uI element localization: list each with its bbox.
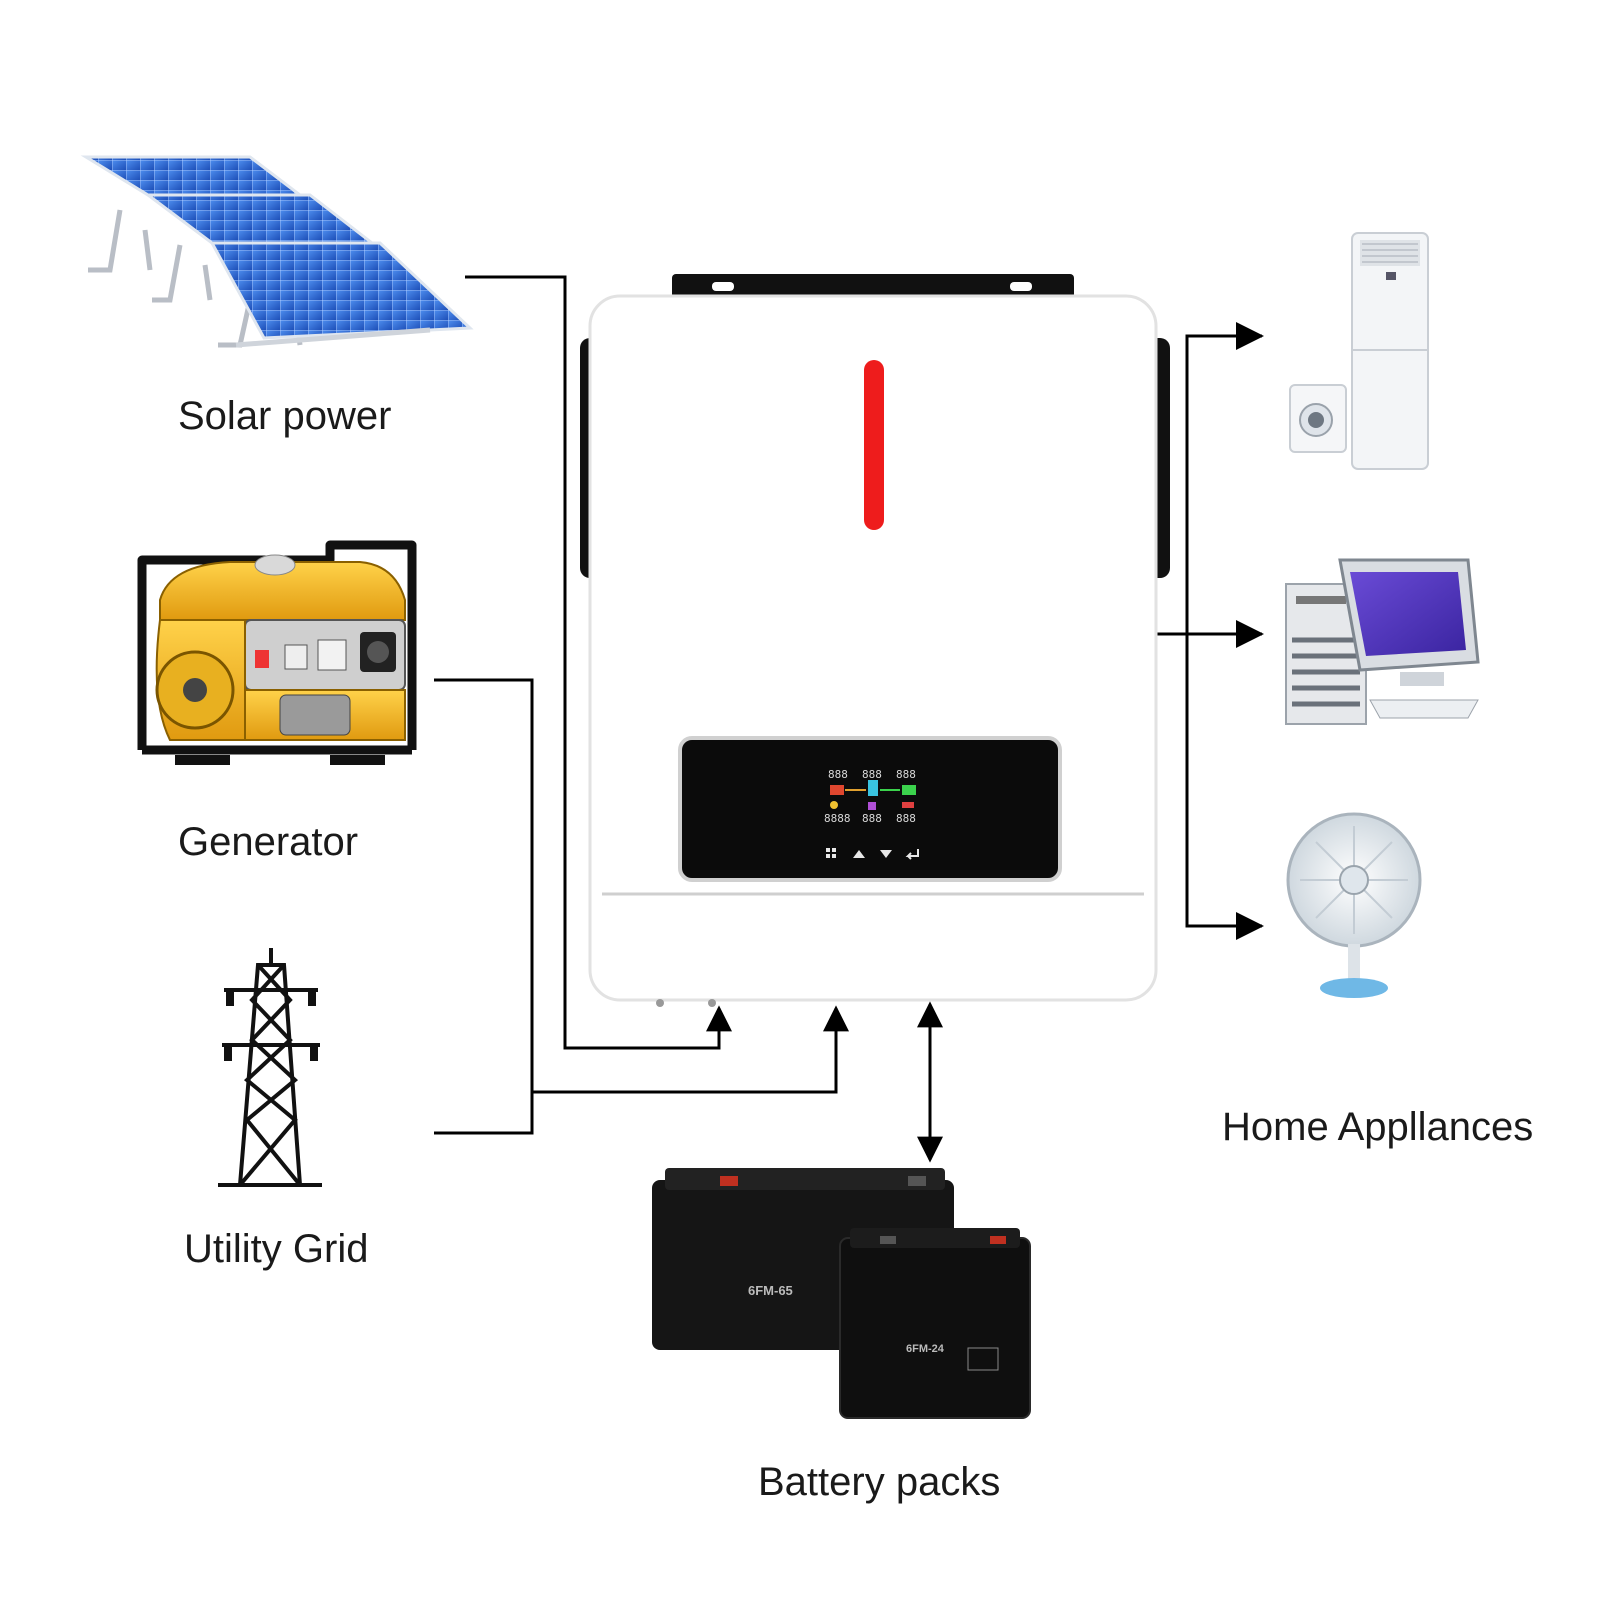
- solar-label: Solar power: [178, 394, 391, 438]
- battery-small-icon: 6FM-24: [839, 1228, 1031, 1419]
- down-button-icon[interactable]: [880, 850, 892, 858]
- power-tower-icon: [218, 948, 322, 1187]
- lcd-status-icons: [830, 780, 916, 810]
- washing-machine-icon: [1289, 384, 1347, 453]
- generator-icon: [137, 540, 417, 765]
- lcd-readout-1: 888: [828, 768, 848, 781]
- status-light-bar: [864, 360, 884, 530]
- arrowhead-fan: [1236, 912, 1264, 940]
- menu-button-icon[interactable]: [826, 848, 836, 858]
- arrowhead-ac: [1236, 322, 1264, 350]
- appliance-bus: [1185, 334, 1262, 928]
- arrowhead-pc: [1236, 620, 1264, 648]
- generator-label: Generator: [178, 820, 358, 864]
- lcd-readout-4: 8888: [824, 812, 851, 825]
- enter-button-icon[interactable]: [905, 849, 919, 860]
- battery-large-model: 6FM-65: [748, 1283, 793, 1298]
- touch-buttons: [826, 848, 919, 860]
- grid-merge-line: [532, 1005, 849, 1094]
- lcd-readout-3: 888: [896, 768, 916, 781]
- up-button-icon[interactable]: [853, 850, 865, 858]
- air-conditioner-icon: [1351, 232, 1429, 470]
- solar-panels-icon: [80, 155, 474, 348]
- lcd-readout-2: 888: [862, 768, 882, 781]
- mounting-bracket: [672, 274, 1074, 298]
- battery-small-model: 6FM-24: [906, 1343, 945, 1355]
- generator-line: [434, 678, 534, 1135]
- inverter-unit: 888 888 888 8888 888 888: [580, 274, 1170, 1007]
- appliances-label: Home Appllances: [1222, 1105, 1533, 1149]
- solar-panel-3: [209, 241, 474, 348]
- lcd-readout-5: 888: [862, 812, 882, 825]
- lcd-readouts: 888 888 888 8888 888 888: [824, 768, 916, 825]
- fan-icon: [1286, 812, 1422, 998]
- battery-label: Battery packs: [758, 1460, 1000, 1504]
- solar-line: [465, 275, 732, 1050]
- connection-lines: [434, 275, 1262, 1163]
- lcd-readout-6: 888: [896, 812, 916, 825]
- appliance-arrowheads: [1236, 322, 1264, 940]
- grid-label: Utility Grid: [184, 1227, 368, 1271]
- computer-icon: [1285, 558, 1480, 725]
